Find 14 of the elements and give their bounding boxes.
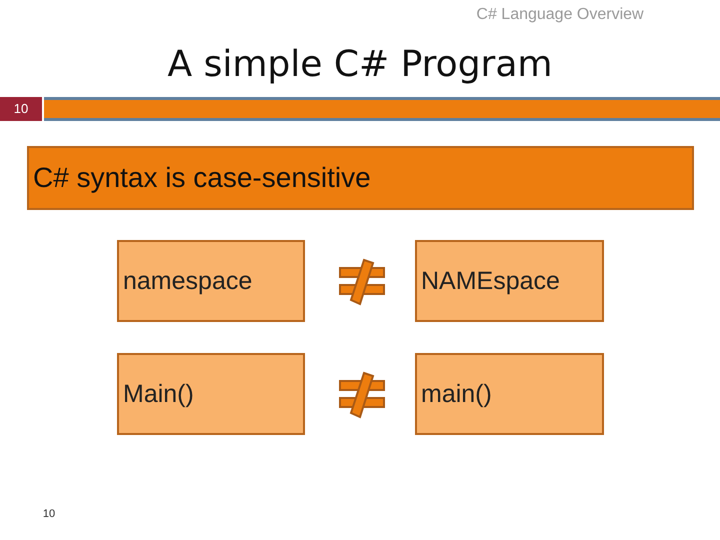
keyword-box [415, 240, 604, 322]
box-text: namespace [123, 266, 252, 296]
heading-box [27, 146, 694, 210]
page-number: 10 [42, 508, 56, 520]
box-text: C# syntax is case-sensitive [33, 162, 371, 194]
keyword-box [415, 353, 604, 435]
keyword-box [117, 240, 305, 322]
box-text: NAMEspace [421, 266, 560, 296]
box-text: Main() [123, 380, 194, 408]
slide-number: 10 [0, 97, 42, 121]
slide-title: A simple C# Program [166, 44, 554, 85]
keyword-box [117, 353, 305, 435]
header-text: C# Language Overview [475, 6, 645, 24]
box-text: main() [421, 380, 492, 408]
